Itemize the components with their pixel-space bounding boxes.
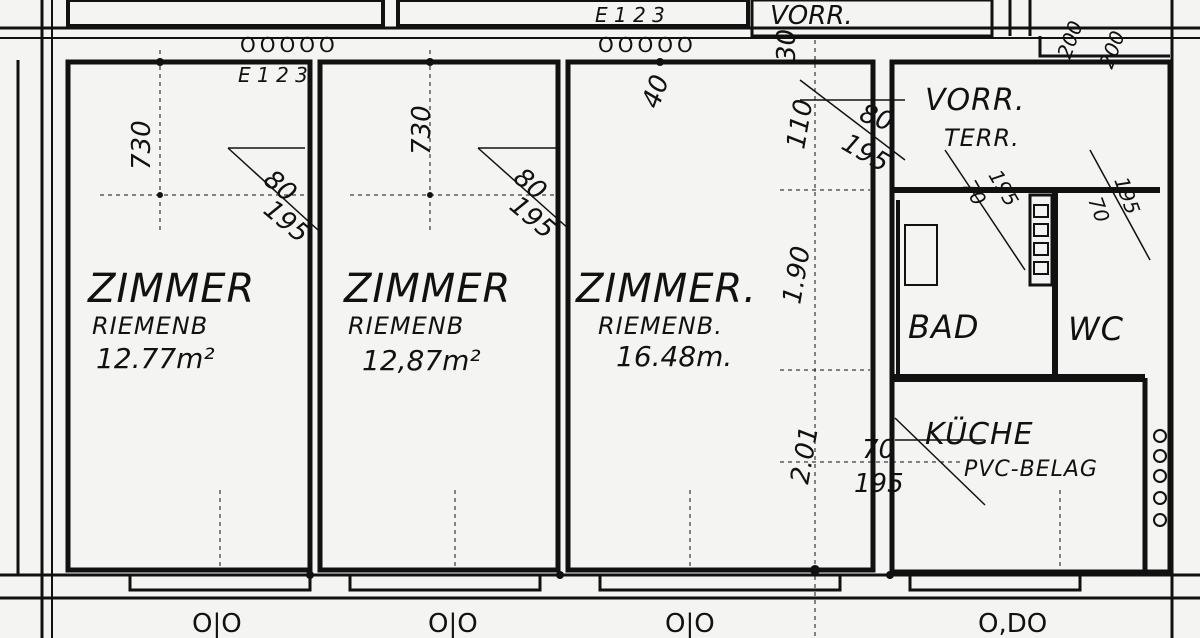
dim-30: 30 bbox=[772, 29, 802, 62]
upper-walls bbox=[0, 0, 1200, 39]
label-top-vorr: VORR. bbox=[770, 1, 853, 31]
dim-730-room1: 730 bbox=[127, 120, 157, 170]
label-e123-top: E 1 2 3 bbox=[595, 3, 665, 27]
wall-column-markers bbox=[156, 58, 894, 579]
dim-730-room2: 730 bbox=[407, 105, 437, 155]
kueche-name: KÜCHE bbox=[925, 416, 1034, 452]
dim-kitchen-height: 195 bbox=[854, 469, 904, 499]
dim-kitchen-width: 70 bbox=[862, 435, 895, 465]
zimmer2-name: ZIMMER bbox=[343, 266, 511, 312]
door-swing-marks bbox=[227, 79, 1151, 506]
zimmer1-area: 12.77m² bbox=[96, 342, 215, 375]
room-zimmer-1 bbox=[65, 59, 313, 573]
sockets-top-left: OOOOO bbox=[240, 33, 339, 57]
vorr-name: VORR. bbox=[925, 83, 1025, 118]
dimension-lines bbox=[100, 40, 1061, 638]
wc-name: WC bbox=[1068, 310, 1124, 348]
zimmer2-floor: RIEMENB bbox=[348, 312, 464, 340]
zimmer3-name: ZIMMER. bbox=[575, 266, 757, 312]
bottom-mark-4: O,DO bbox=[978, 609, 1047, 638]
label-e123-left: E 1 2 3 bbox=[238, 63, 308, 87]
zimmer2-area: 12,87m² bbox=[362, 344, 481, 377]
bottom-exterior-wall bbox=[0, 573, 1200, 600]
vorr-floor: TERR. bbox=[944, 124, 1020, 152]
bottom-mark-3: O|O bbox=[665, 609, 715, 638]
zimmer1-floor: RIEMENB bbox=[92, 312, 208, 340]
bad-name: BAD bbox=[908, 308, 979, 346]
kueche-floor: PVC-BELAG bbox=[964, 457, 1098, 482]
room-zimmer-3 bbox=[565, 59, 876, 573]
left-outer-wall bbox=[16, 0, 53, 638]
room-zimmer-2 bbox=[317, 59, 561, 573]
service-wing-walls bbox=[889, 0, 1174, 638]
bottom-mark-2: O|O bbox=[428, 609, 478, 638]
zimmer3-floor: RIEMENB. bbox=[598, 312, 723, 340]
sockets-top-right: OOOOO bbox=[598, 33, 697, 57]
bottom-mark-1: O|O bbox=[192, 609, 242, 638]
zimmer3-area: 16.48m. bbox=[616, 340, 732, 373]
sockets-right-column bbox=[1153, 429, 1167, 527]
zimmer1-name: ZIMMER bbox=[87, 266, 255, 312]
